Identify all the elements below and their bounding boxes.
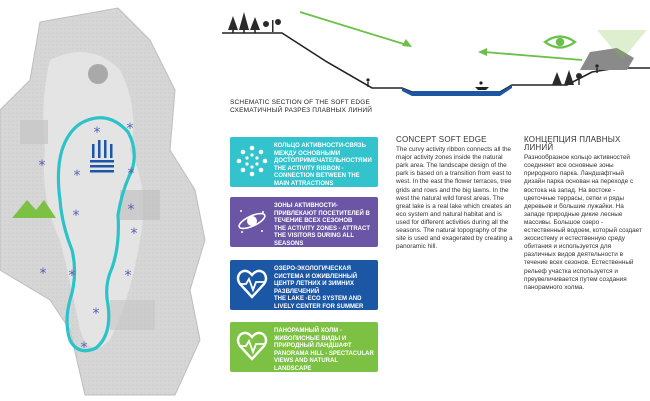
activity-zone-icon: * [74, 168, 81, 184]
legend-label-en: THE ACTIVITY RIBBON - CONNECTION BETWEEN… [274, 165, 360, 187]
legend-panorama-hill: ПАНОРАМНЫЙ ХОЛМ - ЖИВОПИСНЫЕ ВИДЫ И ПРИР… [230, 322, 378, 372]
activity-zone-icon: * [39, 158, 46, 174]
activity-zone-icon: * [94, 125, 101, 141]
schematic-section-diagram [222, 11, 650, 96]
legend-label-ru: ОЗЕРО-ЭКОЛОГИЧЕСКАЯ СИСТЕМА И ОЖИВЛЕННЫЙ… [274, 266, 358, 295]
legend-label-en: PANORAMA HILL - SPECTACULAR VIEWS AND NA… [274, 350, 374, 372]
activity-zone-icon: * [69, 268, 76, 284]
panorama-hill-rock [580, 48, 634, 70]
flow-arrows [299, 11, 583, 61]
lake-icon [90, 140, 114, 173]
concept-en-column: CONCEPT SOFT EDGE The curvy activity rib… [396, 135, 516, 251]
galaxy-icon [238, 210, 266, 233]
activity-zone-icon: * [131, 226, 138, 242]
concept-en-body: The curvy activity ribbon connects all t… [396, 146, 513, 251]
activity-zone-icon: * [125, 268, 132, 284]
site-plan-map: * * * * * * * * * * * * * [0, 7, 206, 396]
legend-label-en: THE LAKE -ECO SYSTEM AND LIVELY CENTER F… [274, 296, 364, 317]
legend-lake: ОЗЕРО-ЭКОЛОГИЧЕСКАЯ СИСТЕМА И ОЖИВЛЕННЫЙ… [230, 260, 378, 317]
activity-zone-icon: * [93, 306, 100, 322]
concept-en-title: CONCEPT SOFT EDGE [396, 135, 487, 144]
eye-icon [543, 35, 577, 49]
concept-ru-column: КОНЦЕПЦИЯ ПЛАВНЫХ ЛИНИЙ Разнообразное ко… [524, 135, 644, 292]
section-title-en: SCHEMATIC SECTION OF THE SOFT EDGE [230, 99, 371, 106]
concept-ru-title: КОНЦЕПЦИЯ ПЛАВНЫХ ЛИНИЙ [524, 135, 621, 153]
legend-activity-zones: ЗОНЫ АКТИВНОСТИ-ПРИВЛЕКАЮТ ПОСЕТИТЕЛЕЙ В… [230, 197, 378, 247]
activity-zone-icon: * [81, 340, 88, 356]
activity-zone-icon: * [128, 166, 135, 182]
legend-label-ru: ЗОНЫ АКТИВНОСТИ-ПРИВЛЕКАЮТ ПОСЕТИТЕЛЕЙ В… [274, 203, 370, 224]
concept-ru-body: Разнообразное кольцо активностей соединя… [524, 154, 642, 291]
activity-zone-icon: * [40, 266, 47, 282]
panorama-hill-icon [12, 200, 56, 218]
legend-label-en: THE ACTIVITY ZONES - ATTRACT THE VISITOR… [274, 225, 370, 247]
activity-zone-icon: * [127, 121, 134, 137]
section-title-ru: СХЕМАТИЧНЫЙ РАЗРЕЗ ПЛАВНЫХ ЛИНИЙ [230, 107, 373, 114]
legend-label-ru: ПАНОРАМНЫЙ ХОЛМ - ЖИВОПИСНЫЕ ВИДЫ И ПРИР… [274, 328, 352, 349]
activity-zone-icon: * [73, 208, 80, 224]
heart-pulse-icon [236, 331, 268, 361]
legend-activity-ribbon: КОЛЬЦО АКТИВНОСТИ-СВЯЗЬ МЕЖДУ ОСНОВНЫМИ … [230, 137, 378, 187]
legend-label-ru: КОЛЬЦО АКТИВНОСТИ-СВЯЗЬ МЕЖДУ ОСНОВНЫМИ … [274, 143, 372, 164]
heart-pulse-icon [236, 269, 268, 299]
activity-ring-icon [236, 145, 268, 177]
tree-icons [228, 12, 281, 33]
activity-zone-icon: * [128, 202, 135, 218]
activity-ribbon-loop [56, 116, 136, 353]
